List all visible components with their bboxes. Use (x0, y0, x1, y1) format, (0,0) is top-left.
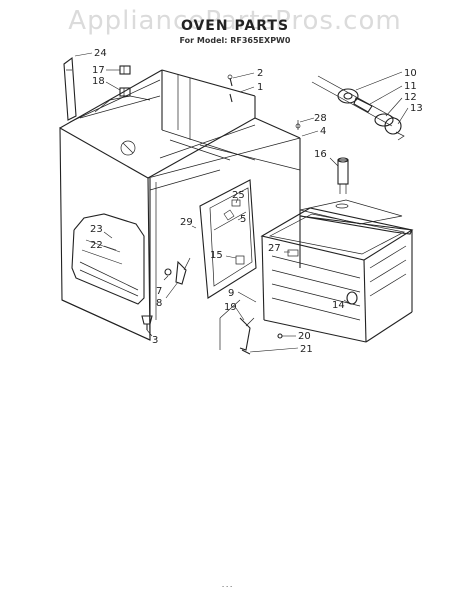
callout-12: 12 (404, 92, 417, 103)
vent-tube (337, 157, 349, 194)
callout-20: 20 (298, 331, 311, 342)
callout-8: 8 (156, 298, 162, 309)
callout-27: 27 (268, 243, 281, 254)
callout-11: 11 (404, 81, 417, 92)
cabinet-body (59, 69, 301, 341)
lower-hardware (141, 257, 283, 355)
callout-23: 23 (90, 224, 103, 235)
callout-10: 10 (404, 68, 417, 79)
callouts: 24 17 18 2 1 10 11 12 13 28 4 16 25 (74, 48, 423, 355)
callout-29: 29 (180, 217, 193, 228)
callout-2: 2 (257, 68, 263, 79)
callout-22: 22 (90, 240, 103, 251)
callout-3: 3 (152, 335, 158, 346)
callout-16: 16 (314, 149, 327, 160)
callout-14: 14 (332, 300, 345, 311)
callout-4: 4 (320, 126, 326, 137)
callout-28: 28 (314, 113, 327, 124)
diagram-title: OVEN PARTS (180, 18, 290, 34)
callout-18: 18 (92, 76, 105, 87)
callout-15: 15 (210, 250, 223, 261)
callout-5: 5 (240, 214, 246, 225)
callout-19: 19 (224, 302, 237, 313)
model-line: For Model: RF365EXPW0 (179, 36, 291, 45)
watermark: AppliancePartsPros.com (68, 6, 402, 36)
front-frame (199, 179, 257, 299)
top-screws (227, 74, 233, 103)
callout-24: 24 (94, 48, 107, 59)
callout-1: 1 (257, 82, 263, 93)
callout-9: 9 (228, 288, 234, 299)
callout-17: 17 (92, 65, 105, 76)
callout-13: 13 (410, 103, 423, 114)
oven-liner (260, 199, 414, 343)
callout-7: 7 (156, 286, 162, 297)
callout-21: 21 (300, 344, 313, 355)
light-assembly (311, 75, 405, 141)
callout-25: 25 (232, 190, 245, 201)
footer-code: - - - (222, 583, 233, 590)
